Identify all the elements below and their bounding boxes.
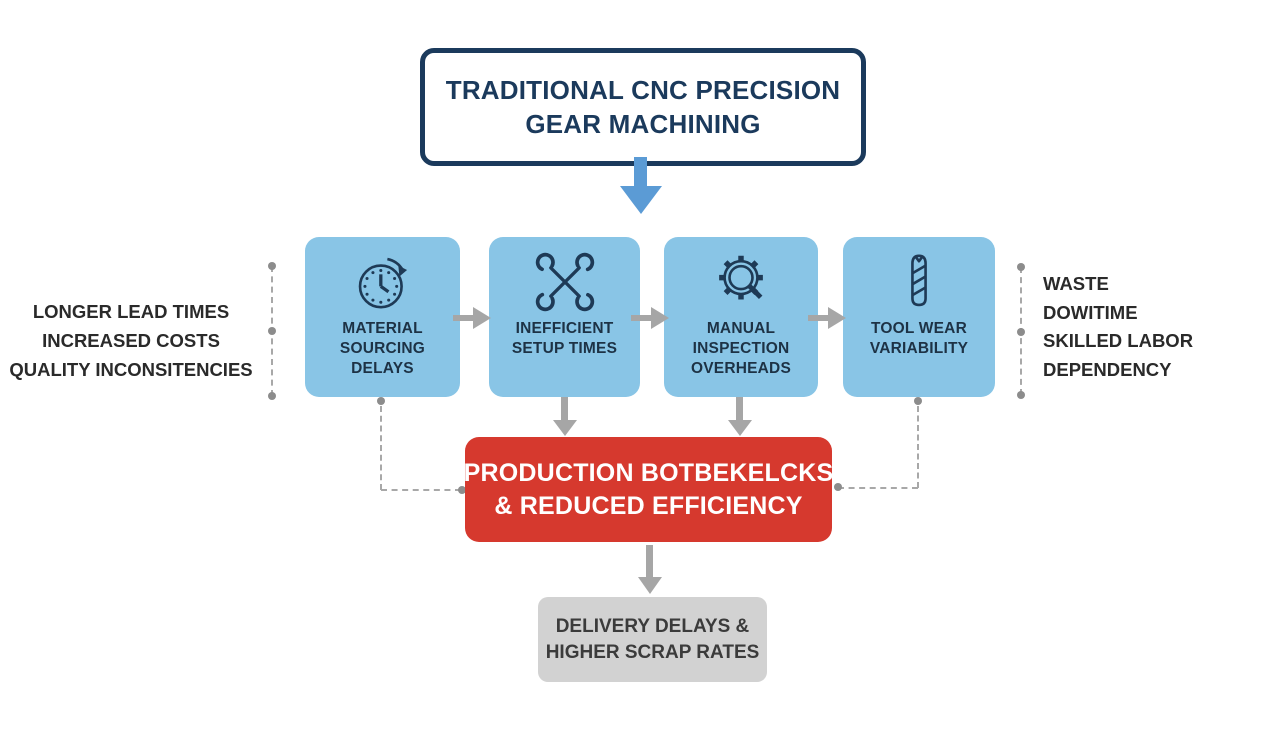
cause-label-line: MATERIAL <box>342 320 423 337</box>
crossed-wrenches-icon <box>530 245 600 319</box>
flow-right-arrow-icon <box>631 307 669 329</box>
bottleneck-line-1: PRODUCTION BOTBEKELCKS <box>463 458 834 487</box>
cause-label-line: VARIABILITY <box>869 340 969 358</box>
connector-dot <box>834 483 842 491</box>
outcome-line-1: DELIVERY DELAYS & <box>555 615 750 637</box>
left-annotation-line: LONGER LEAD TIMES <box>32 301 230 322</box>
cause-box-manual-inspection: MANUAL INSPECTION OVERHEADS <box>664 237 818 397</box>
dashed-connector-left-horizontal <box>381 489 461 491</box>
connector-dot <box>377 397 385 405</box>
cause-label-line: MANUAL <box>706 320 776 337</box>
cause-label-line: TOOL WEAR <box>871 320 967 337</box>
right-annotation-line: DOWITIME <box>1043 301 1138 323</box>
connector-dot <box>1017 328 1025 336</box>
cause-label-line: DELAYS <box>351 360 414 378</box>
clock-arrow-icon <box>348 245 418 319</box>
bottleneck-line-2: & REDUCED EFFICIENCY <box>494 491 803 520</box>
cause-label-line: INEFFICIENT <box>515 320 614 337</box>
connector-dot <box>1017 391 1025 399</box>
connector-dot <box>458 486 466 494</box>
outcome-line-2: HIGHER SCRAP RATES <box>545 641 760 663</box>
title-box: TRADITIONAL CNC PRECISION GEAR MACHINING <box>420 48 866 166</box>
flow-down-arrow-icon <box>728 397 752 436</box>
cause-label-line: INSPECTION <box>692 340 790 358</box>
dashed-connector-left-vertical <box>380 406 382 490</box>
drill-bit-icon <box>884 245 954 319</box>
connector-dot <box>268 392 276 400</box>
right-annotation-line: WASTE <box>1043 273 1109 294</box>
right-annotations: WASTE DOWITIME SKILLED LABOR DEPENDENCY <box>1043 270 1193 384</box>
bottleneck-box: PRODUCTION BOTBEKELCKS & REDUCED EFFICIE… <box>463 437 834 542</box>
connector-dot <box>1017 263 1025 271</box>
flow-right-arrow-icon <box>453 307 491 329</box>
left-annotations: LONGER LEAD TIMES INCREASED COSTS QUALIT… <box>0 297 262 384</box>
cause-box-material-sourcing: MATERIAL SOURCING DELAYS <box>305 237 460 397</box>
connector-dot <box>268 327 276 335</box>
cause-box-tool-wear: TOOL WEAR VARIABILITY <box>843 237 995 397</box>
left-annotation-line: INCREASED COSTS <box>42 330 220 351</box>
title-line-2: GEAR MACHINING <box>525 109 761 139</box>
left-annotation-line: QUALITY INCONSITENCIES <box>9 359 253 380</box>
gear-magnifier-icon <box>706 245 776 319</box>
title-down-arrow-icon <box>620 157 662 214</box>
cause-box-setup-times: INEFFICIENT SETUP TIMES <box>489 237 640 397</box>
dashed-connector-right-horizontal <box>838 487 918 489</box>
right-annotation-line: SKILLED LABOR <box>1043 330 1194 351</box>
flow-down-arrow-icon <box>638 545 662 594</box>
dashed-connector-right-vertical <box>917 406 919 488</box>
connector-dot <box>914 397 922 405</box>
right-annotation-line: DEPENDENCY <box>1043 358 1172 380</box>
cause-label-line: SOURCING <box>339 340 426 358</box>
title-line-1: TRADITIONAL CNC PRECISION <box>445 74 841 105</box>
flow-right-arrow-icon <box>808 307 846 329</box>
flow-down-arrow-icon <box>553 397 577 436</box>
cause-label-line: SETUP TIMES <box>511 340 618 358</box>
cause-label-line: OVERHEADS <box>691 360 791 378</box>
connector-dot <box>268 262 276 270</box>
outcome-box: DELIVERY DELAYS & HIGHER SCRAP RATES <box>538 597 767 682</box>
